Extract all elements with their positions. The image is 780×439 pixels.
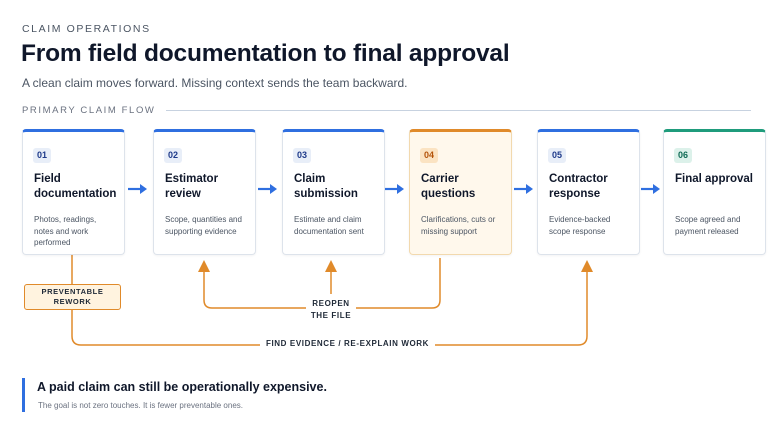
- step-name: Final approval: [675, 173, 753, 185]
- step-name: Carrier questions: [421, 173, 476, 200]
- step-description: Scope agreed and payment released: [675, 215, 741, 236]
- step-description: Photos, readings, notes and work perform…: [34, 215, 97, 247]
- step-name: Field documentation: [34, 173, 117, 200]
- flow-step-estimator-review: 02 Estimator review Scope, quantities an…: [153, 129, 256, 255]
- step-name: Claim submission: [294, 173, 358, 200]
- flow-label: PRIMARY CLAIM FLOW: [22, 105, 156, 116]
- page-subtitle: A clean claim moves forward. Missing con…: [22, 76, 408, 90]
- arrow-right-icon: [258, 184, 277, 194]
- note-accent-bar: [22, 378, 25, 412]
- step-number: 01: [33, 148, 52, 163]
- step-description: Estimate and claim documentation sent: [294, 215, 364, 236]
- reopen-label: REOPEN THE FILE: [306, 298, 356, 322]
- flow-step-carrier-questions: 04 Carrier questions Clarifications, cut…: [409, 129, 512, 255]
- step-number: 04: [420, 148, 439, 163]
- find-evidence-label: FIND EVIDENCE / RE-EXPLAIN WORK: [260, 339, 436, 348]
- flow-step-final-approval: 06 Final approval Scope agreed and payme…: [663, 129, 766, 255]
- arrow-right-icon: [641, 184, 660, 194]
- arrow-right-icon: [514, 184, 533, 194]
- flow-divider: [166, 110, 751, 111]
- step-number: 03: [293, 148, 312, 163]
- step-description: Clarifications, cuts or missing support: [421, 215, 496, 236]
- step-name: Estimator review: [165, 173, 219, 200]
- flow-step-claim-submission: 03 Claim submission Estimate and claim d…: [282, 129, 385, 255]
- note-title: A paid claim can still be operationally …: [37, 380, 327, 394]
- arrow-right-icon: [385, 184, 404, 194]
- step-number: 06: [674, 148, 693, 163]
- page-title: From field documentation to final approv…: [21, 40, 510, 67]
- note-body: The goal is not zero touches. It is fewe…: [38, 401, 244, 410]
- step-name: Contractor response: [549, 173, 608, 200]
- step-number: 02: [164, 148, 183, 163]
- flow-step-contractor-response: 05 Contractor response Evidence-backed s…: [537, 129, 640, 255]
- step-description: Evidence-backed scope response: [549, 215, 611, 236]
- eyebrow: CLAIM OPERATIONS: [22, 23, 151, 35]
- preventable-rework-tag: PREVENTABLE REWORK: [24, 284, 121, 310]
- step-description: Scope, quantities and supporting evidenc…: [165, 215, 242, 236]
- step-number: 05: [548, 148, 567, 163]
- flow-step-field-documentation: 01 Field documentation Photos, readings,…: [22, 129, 125, 255]
- arrow-right-icon: [128, 184, 147, 194]
